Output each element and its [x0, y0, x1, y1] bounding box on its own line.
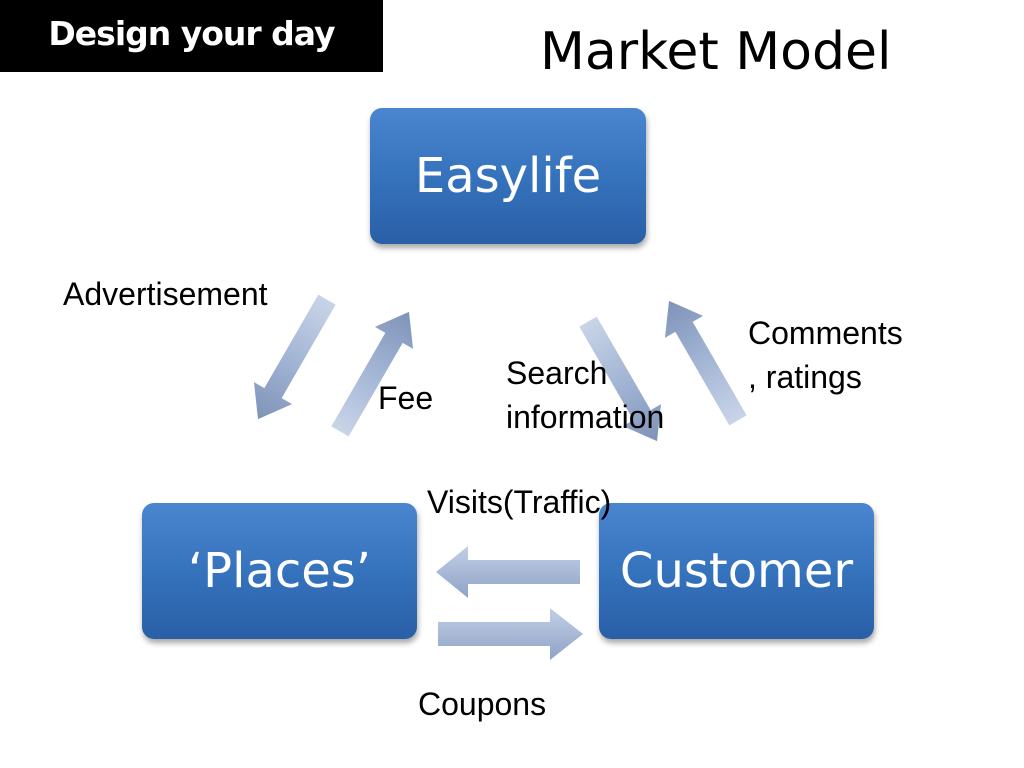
comments-ratings-label: Comments , ratings	[748, 311, 903, 399]
tagline-banner: Design your day	[0, 0, 383, 72]
coupons-label: Coupons	[418, 686, 547, 722]
visits-traffic-arrow	[436, 546, 580, 598]
search-information-label: Search information	[506, 351, 664, 439]
page-title: Market Model	[540, 22, 892, 82]
customer-node: Customer	[599, 503, 874, 639]
advertisement-label: Advertisement	[63, 276, 268, 312]
comments-ratings-arrow	[664, 300, 747, 426]
advertisement-arrow	[253, 294, 336, 420]
places-node: ‘Places’	[142, 503, 417, 639]
search-information-arrow	[579, 316, 662, 442]
fee-arrow	[331, 311, 414, 437]
search-information-line-1: Search	[506, 355, 608, 391]
comments-ratings-line-1: Comments	[748, 315, 903, 351]
coupons-arrow	[438, 608, 583, 660]
easylife-node: Easylife	[370, 108, 646, 244]
fee-label: Fee	[378, 380, 434, 416]
comments-ratings-line-2: , ratings	[748, 359, 862, 395]
visits-traffic-label: Visits(Traffic)	[427, 484, 612, 520]
search-information-line-2: information	[506, 399, 665, 435]
